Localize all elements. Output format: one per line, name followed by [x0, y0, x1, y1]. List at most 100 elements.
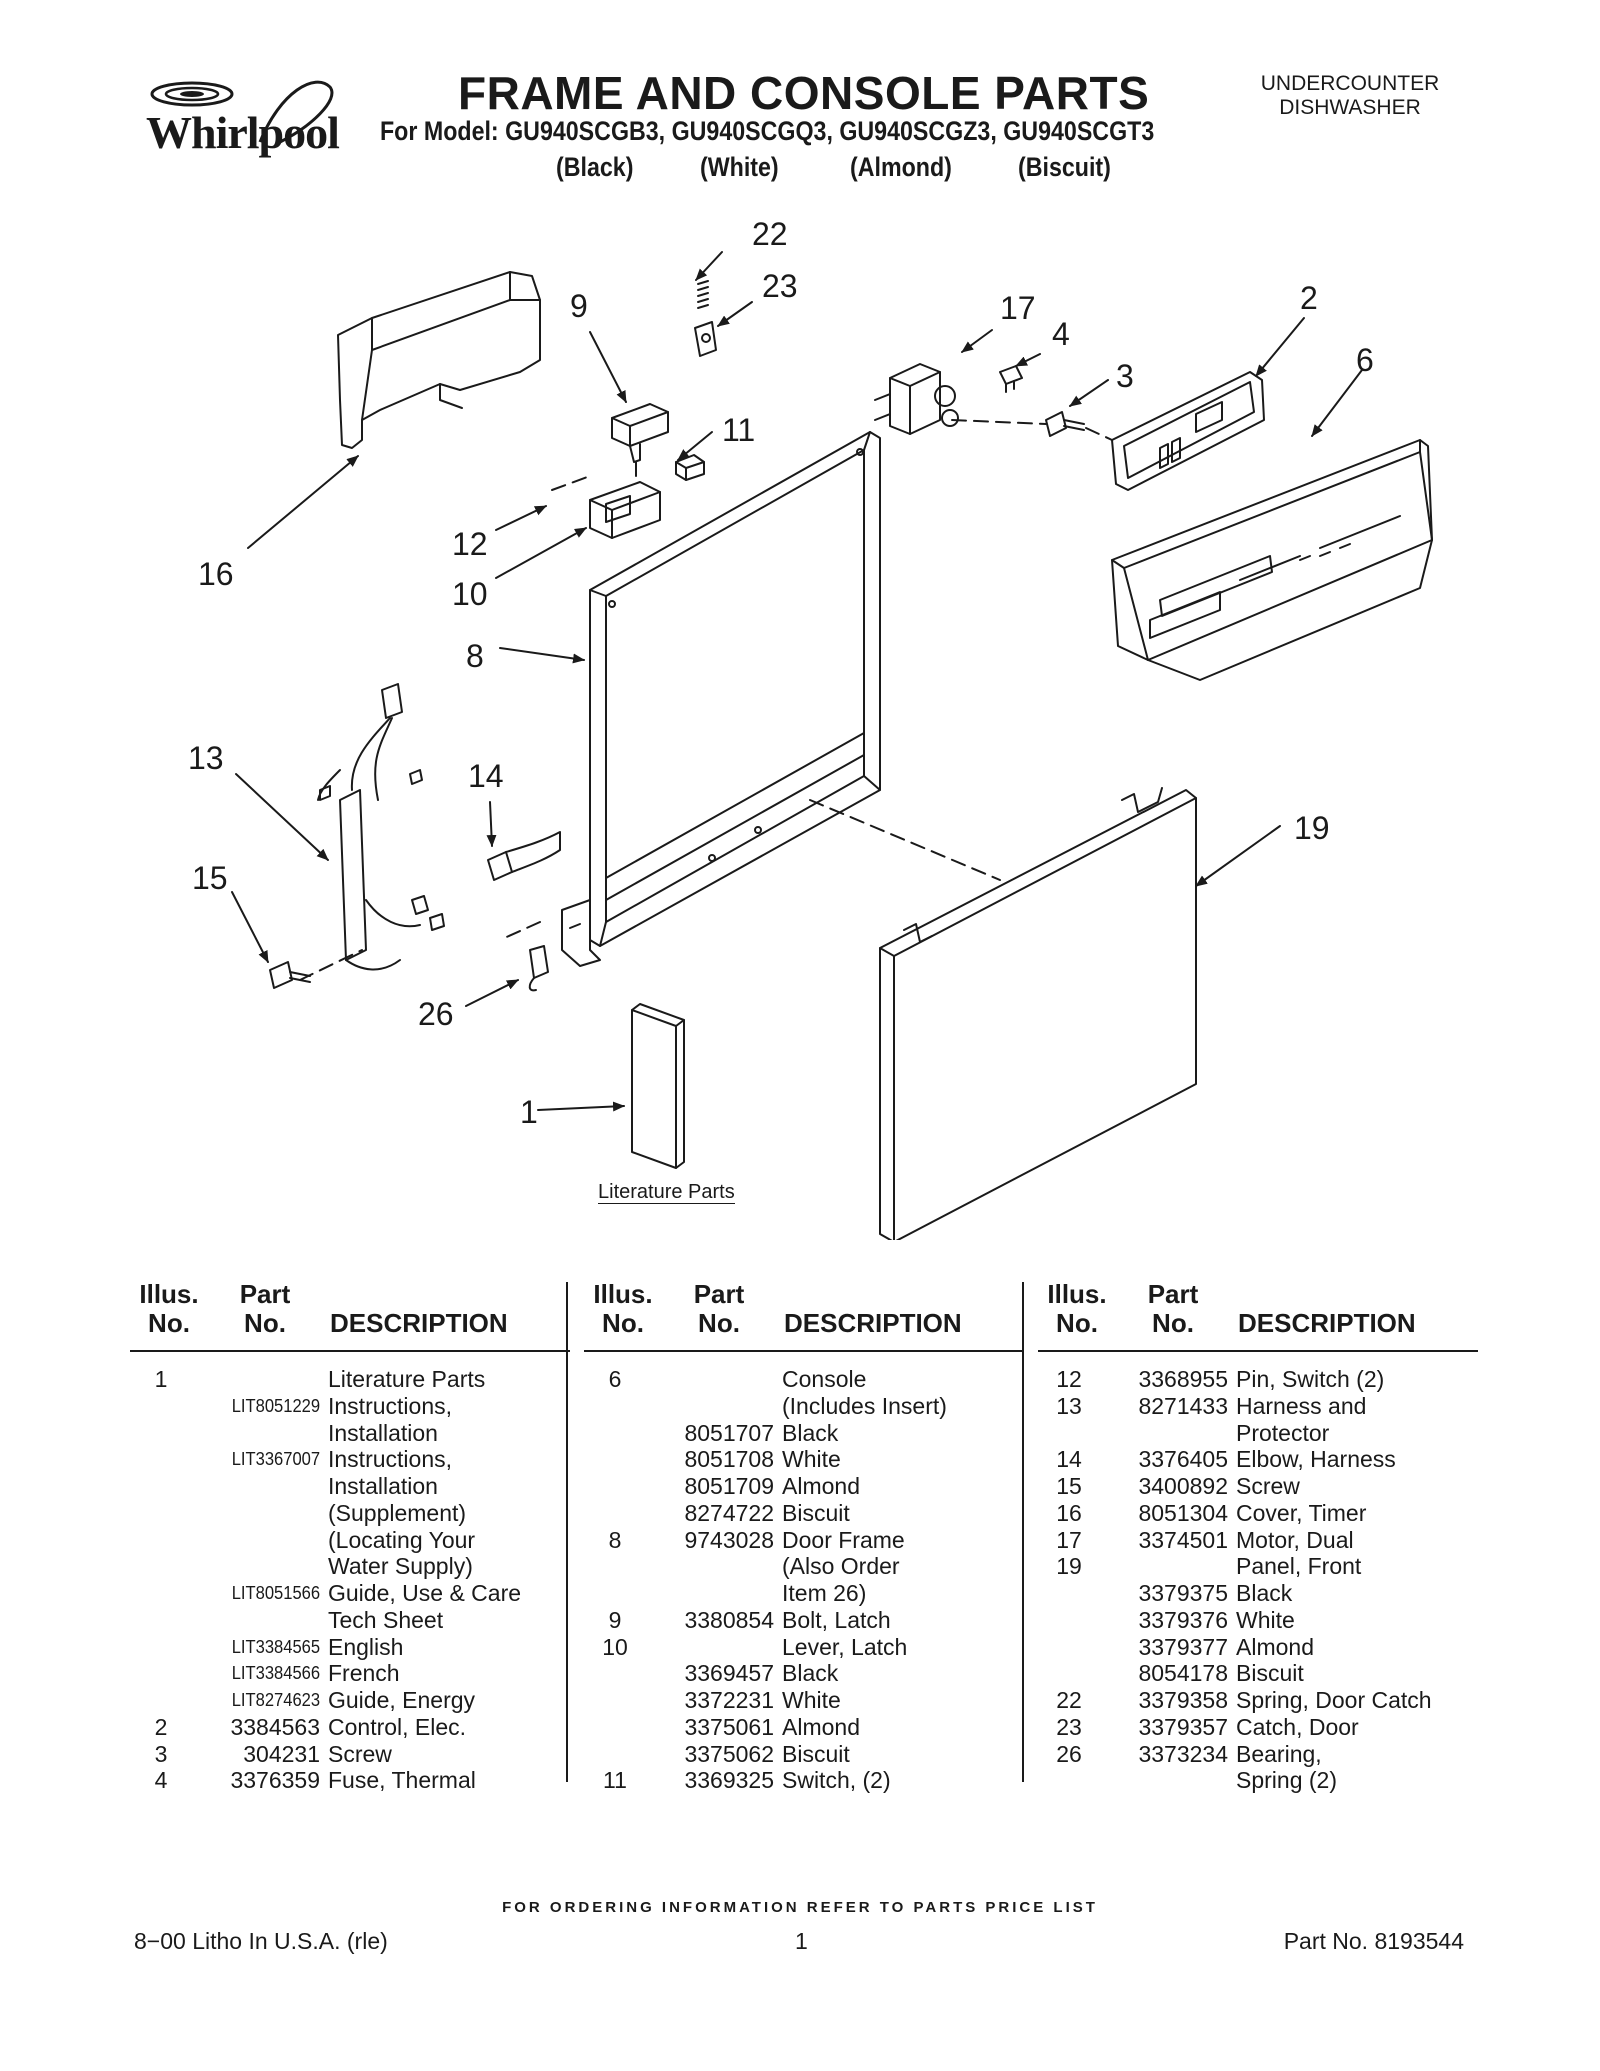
table-row: 8 9743028 Door Frame — [584, 1527, 1024, 1554]
part-description: Console — [782, 1366, 867, 1392]
part-number: 3368955 — [1138, 1366, 1228, 1392]
table-row: 12 3368955 Pin, Switch (2) — [1038, 1366, 1478, 1393]
callout-leader-arrows — [231, 251, 1363, 1112]
illus-number: 13 — [1056, 1392, 1082, 1419]
part-number: 3372231 — [684, 1687, 774, 1713]
callout-26: 26 — [418, 996, 454, 1032]
part-number: 8274722 — [684, 1499, 774, 1526]
part-number: 3369325 — [684, 1767, 774, 1794]
part-description: White — [1236, 1606, 1295, 1633]
callout-17: 17 — [1000, 290, 1036, 326]
illus-number: 14 — [1056, 1446, 1082, 1473]
illus-no-header: Illus.No. — [593, 1279, 653, 1338]
part-number: 3376359 — [230, 1767, 320, 1794]
part-number: 3400892 — [1138, 1473, 1228, 1499]
part-description: Screw — [328, 1740, 392, 1767]
door-catch-spring-part-22 — [697, 280, 709, 309]
callout-12: 12 — [452, 526, 488, 562]
part-number: 9743028 — [684, 1526, 774, 1553]
callout-14: 14 — [468, 758, 504, 794]
callout-9: 9 — [570, 288, 588, 324]
exploded-parts-diagram — [231, 251, 1433, 1240]
part-number: 3375061 — [684, 1713, 774, 1740]
part-number: 8054178 — [1138, 1660, 1228, 1687]
part-description: Bearing, — [1236, 1740, 1322, 1767]
latch-lever-part-10 — [589, 481, 661, 539]
part-number: 8051708 — [684, 1446, 774, 1473]
part-description: Almond — [782, 1473, 860, 1499]
part-description: Door Frame — [782, 1526, 905, 1553]
page-number: 1 — [795, 1928, 808, 1954]
callout-3: 3 — [1116, 358, 1134, 394]
part-number: 3384563 — [230, 1713, 320, 1740]
table-row: 8274722 Biscuit — [584, 1500, 1024, 1527]
part-description: Spring, Door Catch — [1236, 1687, 1432, 1713]
model-line: For Model: GU940SCGB3, GU940SCGQ3, GU940… — [380, 116, 1155, 146]
door-frame-part-8 — [561, 431, 881, 967]
part-description: Biscuit — [782, 1499, 850, 1526]
column-divider — [1022, 1282, 1024, 1782]
timer-cover-part-16 — [337, 271, 541, 449]
illus-number: 16 — [1056, 1499, 1082, 1526]
part-description: Literature Parts — [328, 1366, 486, 1392]
table-row: Protector — [1038, 1420, 1478, 1447]
part-description: (Locating Your — [328, 1526, 476, 1553]
part-description: Pin, Switch (2) — [1236, 1366, 1385, 1392]
part-description: Water Supply) — [328, 1553, 473, 1580]
illus-number: 2 — [154, 1713, 168, 1740]
dual-motor-part-17 — [874, 363, 959, 435]
callout-19: 19 — [1294, 810, 1330, 846]
callout-11: 11 — [722, 412, 756, 448]
table-row: Water Supply) — [130, 1553, 570, 1580]
switch-part-11 — [675, 454, 705, 481]
part-number: 3380854 — [684, 1606, 774, 1633]
description-header: DESCRIPTION — [1238, 1308, 1416, 1338]
part-description: Guide, Use & Care — [328, 1580, 522, 1606]
product-type: UNDERCOUNTER DISHWASHER — [1230, 72, 1470, 120]
part-description: Harness and — [1236, 1392, 1367, 1419]
illus-number: 12 — [1056, 1366, 1082, 1392]
part-description: Instructions, — [328, 1392, 452, 1419]
callout-15: 15 — [192, 860, 228, 896]
part-description: Almond — [1236, 1633, 1314, 1660]
part-description: English — [328, 1633, 404, 1660]
illus-number: 8 — [608, 1526, 622, 1553]
color-white-label: (White) — [700, 152, 779, 182]
part-description: Black — [782, 1660, 839, 1687]
harness-part-13 — [317, 683, 445, 971]
part-number: 3379375 — [1138, 1580, 1228, 1606]
front-panel-part-19 — [879, 787, 1197, 1240]
part-number: LIT3367007 — [231, 1449, 320, 1470]
part-description: Control, Elec. — [328, 1713, 467, 1740]
part-number: 3376405 — [1138, 1446, 1228, 1473]
part-description: Catch, Door — [1236, 1713, 1359, 1740]
part-description: French — [328, 1660, 400, 1687]
callout-22: 22 — [752, 216, 788, 252]
table-row: 2 3384563 Control, Elec. — [130, 1714, 570, 1741]
part-number: 8051304 — [1138, 1499, 1228, 1526]
part-description: Cover, Timer — [1236, 1499, 1367, 1526]
table-row: Tech Sheet — [130, 1607, 570, 1634]
part-description: Panel, Front — [1236, 1553, 1362, 1580]
illus-number: 17 — [1056, 1526, 1082, 1553]
part-description: Guide, Energy — [328, 1687, 476, 1713]
part-number: LIT3384565 — [231, 1636, 320, 1657]
